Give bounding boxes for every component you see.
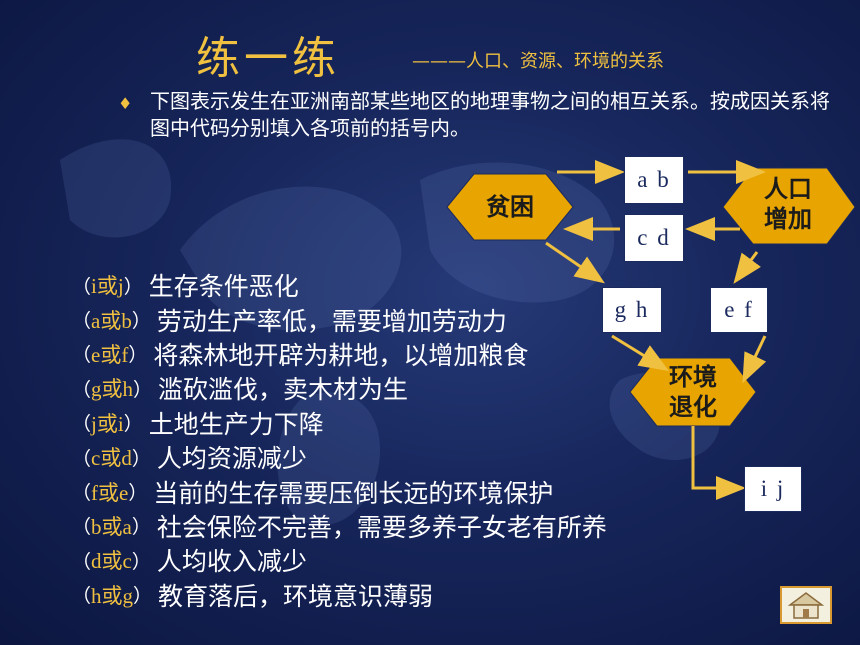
box-ef: e f: [710, 287, 768, 333]
poverty-hexagon: [446, 173, 574, 241]
list-item: （ j或i ） 土地生产力下降: [72, 406, 607, 440]
list-item: （ f或e ） 当前的生存需要压倒长远的环境保护: [72, 474, 607, 508]
answer: e或f: [91, 342, 129, 367]
paren-open: （: [72, 311, 92, 333]
list-item: （ g或h ） 滥砍滥伐，卖木材为生: [72, 371, 607, 405]
population-text-line1: 人口: [764, 175, 812, 203]
paren-open: （: [72, 483, 92, 505]
answer: b或a: [91, 514, 132, 539]
item-text: 劳动生产率低，需要增加劳动力: [156, 306, 507, 336]
paren-close: ）: [128, 483, 148, 505]
answer: f或e: [91, 480, 129, 505]
paren-open: （: [72, 379, 92, 401]
population-label: 人口 增加: [740, 174, 836, 234]
list-item: （ b或a ） 社会保险不完善，需要多养子女老有所养: [72, 509, 607, 543]
box-cd: c d: [624, 214, 684, 262]
list-item: （ a或b ） 劳动生产率低，需要增加劳动力: [72, 302, 607, 336]
home-button[interactable]: [780, 586, 832, 624]
item-text: 人均资源减少: [156, 444, 307, 474]
paren-open: （: [72, 551, 92, 573]
arrow-environment-to-ij: [691, 426, 746, 500]
item-text: 当前的生存需要压倒长远的环境保护: [153, 478, 554, 508]
arrow-poverty-to-gh: [545, 241, 605, 284]
arrow-gh-to-environment: [611, 334, 670, 372]
paren-open: （: [72, 276, 92, 298]
item-text: 土地生产力下降: [148, 409, 324, 439]
poverty-label: 贫困: [462, 192, 558, 222]
answer: h或g: [91, 583, 134, 608]
paren-open: （: [72, 586, 92, 608]
box-ab: a b: [624, 156, 684, 204]
answer: a或b: [91, 308, 132, 333]
list-item: （ c或d ） 人均资源减少: [72, 440, 607, 474]
item-text: 滥砍滥伐，卖木材为生: [158, 375, 409, 405]
paren-open: （: [72, 517, 92, 539]
page-subtitle: ———人口、资源、环境的关系: [412, 51, 664, 72]
answer: c或d: [91, 446, 132, 471]
paren-open: （: [72, 345, 92, 367]
answer-list: （ i或j ） 生存条件恶化 （ a或b ） 劳动生产率低，需要增加劳动力 （ …: [72, 268, 607, 612]
environment-text-line2: 退化: [669, 393, 717, 421]
paren-open: （: [72, 448, 92, 470]
paren-close: ）: [133, 586, 153, 608]
page-title: 练一练: [196, 33, 340, 84]
answer: g或h: [91, 377, 134, 402]
paren-open: （: [72, 414, 92, 436]
item-text: 人均收入减少: [156, 547, 307, 577]
item-text: 生存条件恶化: [148, 272, 299, 302]
item-text: 将森林地开辟为耕地，以增加粮食: [153, 340, 529, 370]
instructions-text: 下图表示发生在亚洲南部某些地区的地理事物之间的相互关系。按成因关系将图中代码分别…: [150, 89, 830, 140]
paren-close: ）: [131, 551, 151, 573]
answer: i或j: [91, 274, 124, 299]
list-item: （ e或f ） 将森林地开辟为耕地，以增加粮食: [72, 337, 607, 371]
list-item: （ d或c ） 人均收入减少: [72, 543, 607, 577]
home-icon: [787, 592, 825, 619]
answer: d或c: [91, 549, 132, 574]
list-item: （ h或g ） 教育落后，环境意识薄弱: [72, 578, 607, 612]
box-gh: g h: [602, 287, 662, 333]
box-ij: i j: [744, 466, 802, 512]
paren-close: ）: [131, 448, 151, 470]
paren-close: ）: [133, 379, 153, 401]
environment-text-line1: 环境: [669, 363, 717, 391]
paren-close: ）: [131, 311, 151, 333]
answer: j或i: [91, 411, 124, 436]
list-item: （ i或j ） 生存条件恶化: [72, 268, 607, 302]
poverty-text: 贫困: [486, 193, 534, 221]
item-text: 教育落后，环境意识薄弱: [158, 581, 434, 611]
paren-close: ）: [131, 517, 151, 539]
paren-close: ）: [123, 276, 143, 298]
arrow-population-to-ef: [733, 251, 761, 284]
paren-close: ）: [123, 414, 143, 436]
environment-label: 环境 退化: [645, 362, 741, 422]
paren-close: ）: [128, 345, 148, 367]
item-text: 社会保险不完善，需要多养子女老有所养: [156, 512, 607, 542]
arrow-ef-to-environment: [742, 335, 767, 384]
population-text-line2: 增加: [764, 205, 812, 233]
diamond-bullet-icon: ♦: [118, 94, 133, 113]
